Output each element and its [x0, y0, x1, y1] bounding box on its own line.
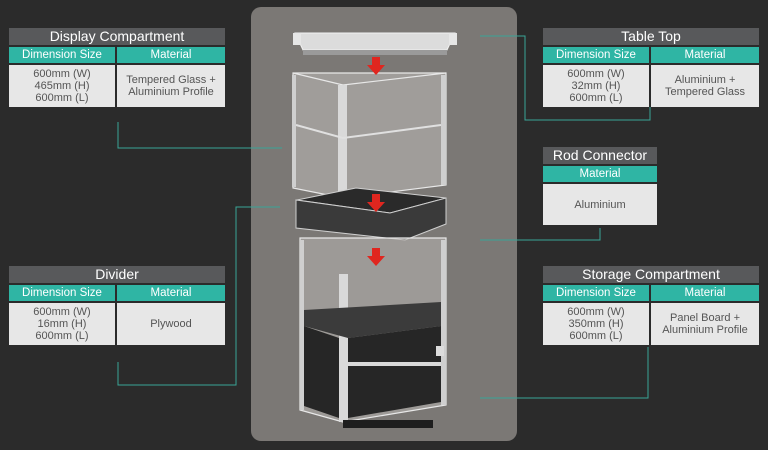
material-header: Material — [651, 285, 759, 301]
material-values: Plywood — [117, 303, 225, 345]
dimension-header: Dimension Size — [9, 47, 115, 63]
material-values: Aluminium + Tempered Glass — [651, 65, 759, 107]
divider-card: Divider Dimension Size Material 600mm (W… — [9, 266, 225, 345]
card-title: Divider — [9, 266, 225, 283]
storage-compartment-illustration — [299, 237, 447, 428]
material-values: Tempered Glass + Aluminium Profile — [117, 65, 225, 107]
display-compartment-card: Display Compartment Dimension Size Mater… — [9, 28, 225, 107]
arrow-down-icon — [367, 194, 385, 212]
dimension-values: 600mm (W) 32mm (H) 600mm (L) — [543, 65, 649, 107]
card-title: Storage Compartment — [543, 266, 759, 283]
leader-lines — [117, 35, 651, 399]
rod-connector-card: Rod Connector Material Aluminium — [543, 147, 657, 225]
assembly-arrows — [367, 57, 385, 266]
dimension-header: Dimension Size — [543, 47, 649, 63]
dimension-header: Dimension Size — [9, 285, 115, 301]
arrow-down-icon — [367, 57, 385, 75]
dimension-values: 600mm (W) 350mm (H) 600mm (L) — [543, 303, 649, 345]
dimension-header: Dimension Size — [543, 285, 649, 301]
dimension-values: 600mm (W) 465mm (H) 600mm (L) — [9, 65, 115, 107]
divider-illustration — [295, 187, 447, 241]
material-header: Material — [117, 285, 225, 301]
dimension-values: 600mm (W) 16mm (H) 600mm (L) — [9, 303, 115, 345]
card-title: Display Compartment — [9, 28, 225, 45]
card-title: Rod Connector — [543, 147, 657, 164]
material-header: Material — [117, 47, 225, 63]
storage-compartment-card: Storage Compartment Dimension Size Mater… — [543, 266, 759, 345]
material-header: Material — [543, 166, 657, 182]
display-compartment-illustration — [292, 72, 447, 199]
arrow-down-icon — [367, 248, 385, 266]
material-header: Material — [651, 47, 759, 63]
table-top-card: Table Top Dimension Size Material 600mm … — [543, 28, 759, 107]
material-values: Aluminium — [543, 184, 657, 225]
material-values: Panel Board + Aluminium Profile — [651, 303, 759, 345]
table-top-illustration — [293, 32, 457, 55]
card-title: Table Top — [543, 28, 759, 45]
